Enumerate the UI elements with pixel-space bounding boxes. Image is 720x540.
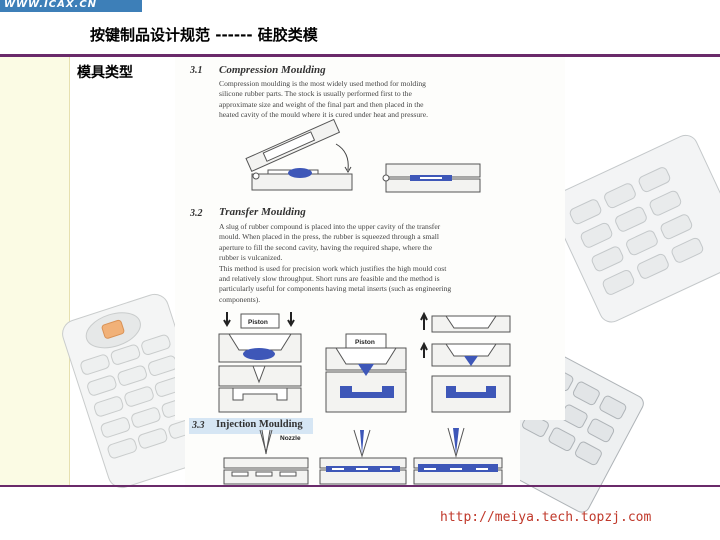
nozzle-label: Nozzle: [280, 435, 301, 442]
footer-url-link[interactable]: http://meiya.tech.topzj.com: [440, 510, 652, 525]
paragraph-line: mould. When placed in the press, the rub…: [219, 232, 440, 242]
paragraph-line: particularly useful for components havin…: [219, 284, 452, 294]
section-3-3-heading: Injection Moulding: [216, 419, 303, 430]
site-logo-bar: WWW.ICAX.CN: [0, 0, 142, 12]
footer-divider: [0, 485, 720, 487]
paragraph-line: Compression moulding is the most widely …: [219, 79, 426, 88]
slide-title: 按键制品设计规范 ------ 硅胶类模: [90, 26, 318, 44]
section-3-3-number: 3.3: [192, 420, 205, 431]
paragraph-line: rubber is vulcanized.: [219, 253, 283, 263]
section-3-2-paragraph: A slug of rubber compound is placed into…: [219, 222, 451, 305]
section-3-1-heading: Compression Moulding: [219, 64, 326, 76]
paragraph-line: components).: [219, 294, 261, 304]
transfer-mould-pressing-diagram: [325, 333, 407, 413]
compression-mould-open-diagram: [245, 118, 353, 191]
section-3-1-paragraph: Compression moulding is the most widely …: [219, 79, 428, 121]
piston-label-1: Piston: [248, 319, 268, 326]
paragraph-line: silicone rubber parts. The stock is usua…: [219, 89, 412, 99]
section-3-2-number: 3.2: [190, 208, 203, 219]
site-logo: WWW.ICAX.CN: [4, 0, 98, 10]
paragraph-line: A slug of rubber compound is placed into…: [219, 222, 441, 231]
section-label: 模具类型: [77, 65, 133, 81]
paragraph-line: This method is used for precision work w…: [219, 263, 447, 273]
transfer-mould-ejection-diagram: [420, 311, 511, 413]
transfer-mould-loading-diagram: [218, 312, 302, 413]
header-divider: [0, 54, 720, 57]
paragraph-line: aperture to fill the second cavity, havi…: [219, 242, 433, 252]
keypad-photo-right: [549, 134, 720, 323]
piston-label-2: Piston: [355, 339, 375, 346]
section-3-2-heading: Transfer Moulding: [219, 206, 306, 218]
paragraph-line: and relatively slow throughput. Short ru…: [219, 274, 440, 284]
injection-mould-filling-diagram: [319, 429, 407, 485]
injection-mould-nozzle-diagram: [223, 429, 309, 485]
section-3-3-heading-highlight: [189, 418, 313, 434]
compression-mould-closed-diagram: [382, 163, 481, 193]
section-3-1-number: 3.1: [190, 65, 203, 76]
paragraph-line: heated cavity of the mould where it is c…: [219, 110, 428, 120]
paragraph-line: approximate size and weight of the final…: [219, 99, 424, 109]
injection-mould-filled-diagram: [413, 427, 503, 485]
left-margin-column: [0, 57, 70, 485]
